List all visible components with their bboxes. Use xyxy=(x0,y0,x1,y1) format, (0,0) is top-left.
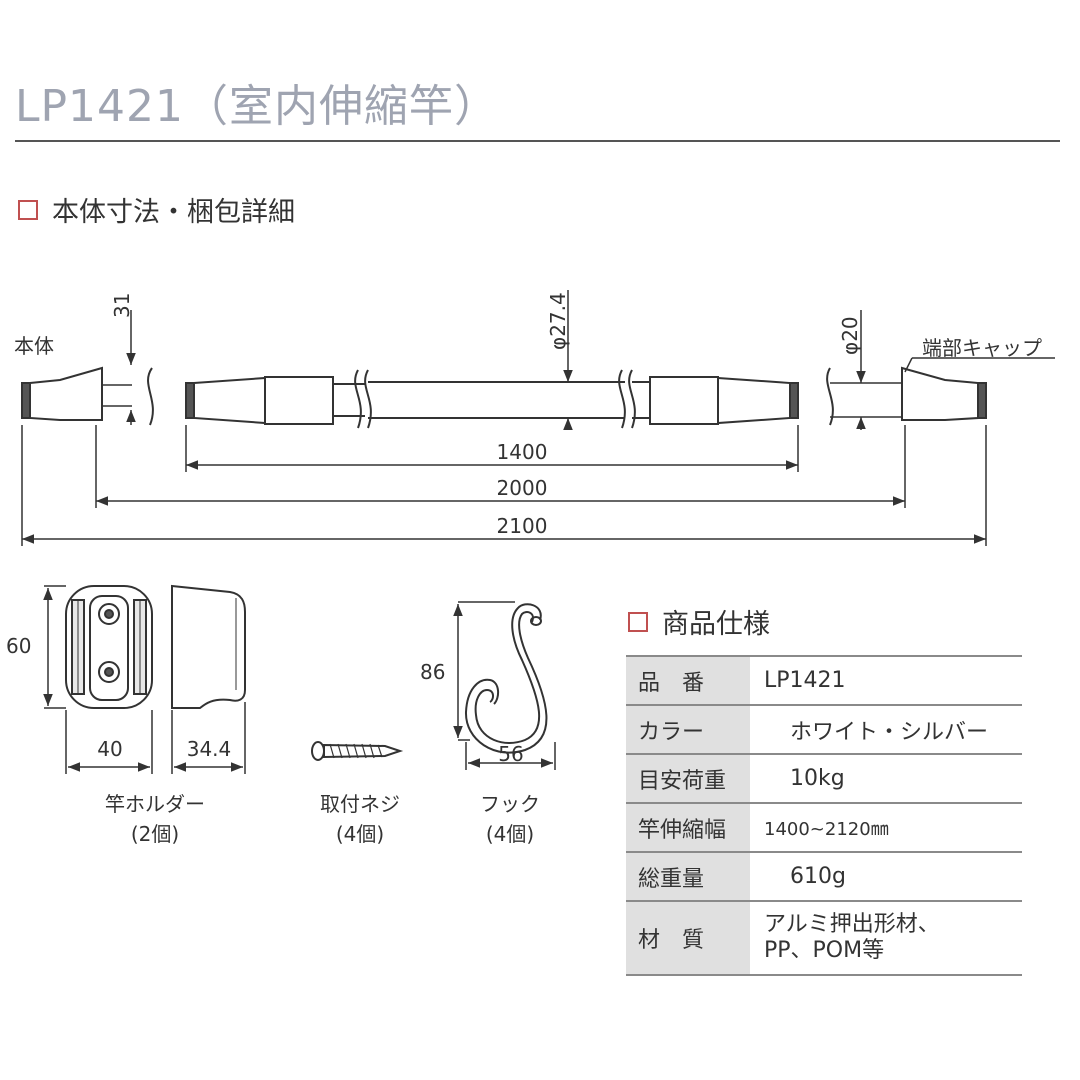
section-marker-icon xyxy=(18,199,38,220)
spec-value-line: アルミ押出形材、 xyxy=(764,912,940,937)
dim-34-4: 34.4 xyxy=(186,737,232,761)
spec-key: 総重量 xyxy=(626,852,750,902)
label-end-cap: 端部キャップ xyxy=(922,336,1042,360)
screw-drawing xyxy=(311,741,404,761)
table-row: 材 質 アルミ押出形材、 PP、POM等 xyxy=(626,901,1022,976)
spec-key: 目安荷重 xyxy=(626,754,750,804)
table-row: 品 番 LP1421 xyxy=(626,655,1022,706)
dim-1400: 1400 xyxy=(496,440,548,464)
part-hook-name: フック xyxy=(480,792,540,816)
section-heading-body-text: 本体寸法・梱包詳細 xyxy=(52,197,295,228)
dim-phi-20: φ20 xyxy=(838,316,862,355)
dim-86: 86 xyxy=(420,660,446,684)
part-holder-name: 竿ホルダー xyxy=(105,792,205,816)
part-holder-qty: (2個) xyxy=(130,822,180,846)
title-divider xyxy=(15,140,1060,142)
part-hook-qty: (4個) xyxy=(485,822,535,846)
spec-key: カラー xyxy=(626,705,750,755)
holder-side-view xyxy=(171,584,246,709)
part-screw-qty: (4個) xyxy=(335,822,385,846)
holder-front-view xyxy=(65,585,153,709)
section-heading-spec-text: 商品仕様 xyxy=(662,609,770,640)
table-row: カラー ホワイト・シルバー xyxy=(626,705,1022,755)
right-pole-end xyxy=(826,366,987,426)
section-heading-body: 本体寸法・梱包詳細 xyxy=(18,190,295,229)
spec-value: 10kg xyxy=(750,754,1022,804)
spec-key: 品 番 xyxy=(626,655,750,706)
section-heading-spec: 商品仕様 xyxy=(628,602,770,641)
pole-outer-middle xyxy=(368,369,650,429)
page-title: LP1421（室内伸縮竿） xyxy=(15,81,500,132)
dim-2100: 2100 xyxy=(496,514,548,538)
dim-60: 60 xyxy=(6,634,32,658)
pole-inner-left xyxy=(185,369,372,429)
dim-phi-27-4: φ27.4 xyxy=(546,292,570,350)
left-pole-end xyxy=(21,366,154,426)
spec-table: 品 番 LP1421 カラー ホワイト・シルバー 目安荷重 10kg 竿伸縮幅 … xyxy=(626,655,1022,976)
label-body: 本体 xyxy=(14,334,54,358)
pole-inner-right xyxy=(649,376,799,425)
dim-2000: 2000 xyxy=(496,476,548,500)
part-screw-name: 取付ネジ xyxy=(320,792,400,816)
spec-key: 材 質 xyxy=(626,901,750,976)
spec-value: ホワイト・シルバー xyxy=(750,705,1022,755)
spec-value: LP1421 xyxy=(750,655,1022,706)
dim-56: 56 xyxy=(498,742,524,766)
spec-value: 610g xyxy=(750,852,1022,902)
dim-40: 40 xyxy=(97,737,123,761)
section-marker-icon xyxy=(628,611,648,632)
spec-value: アルミ押出形材、 PP、POM等 xyxy=(750,901,1022,976)
dim-31: 31 xyxy=(110,292,134,318)
spec-value-line: PP、POM等 xyxy=(764,938,885,963)
spec-value: 1400~2120㎜ xyxy=(750,803,1022,853)
table-row: 目安荷重 10kg xyxy=(626,754,1022,804)
table-row: 総重量 610g xyxy=(626,852,1022,902)
table-row: 竿伸縮幅 1400~2120㎜ xyxy=(626,803,1022,853)
spec-key: 竿伸縮幅 xyxy=(626,803,750,853)
hook-drawing xyxy=(464,603,548,754)
